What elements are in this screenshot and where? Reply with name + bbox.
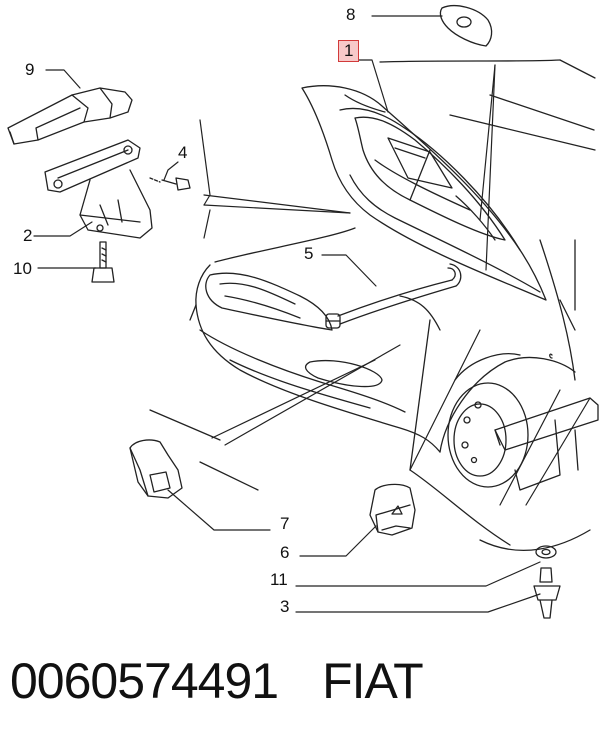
callout-8: 8: [346, 5, 356, 24]
footer-caption: 0060574491 FIAT: [10, 652, 424, 712]
callout-4: 4: [178, 143, 188, 162]
hood-bracket-part-9: [7, 87, 133, 145]
washer-part-11: [535, 545, 557, 559]
side-bracket: [494, 397, 599, 491]
screw-part-4: [149, 177, 191, 191]
part-number: 0060574491: [10, 653, 279, 709]
callout-11: 11: [270, 570, 288, 589]
bolt-part-10: [91, 241, 115, 283]
callout-1: 1: [338, 40, 360, 62]
callout-7: 7: [280, 514, 290, 533]
hood-stay-rod-part-5: [325, 263, 462, 329]
callout-5: 5: [304, 244, 314, 263]
hood-hinge-part-2: [44, 139, 153, 239]
callout-6: 6: [280, 543, 290, 562]
callout-10: 10: [13, 259, 32, 278]
brand-name: FIAT: [322, 653, 424, 709]
rubber-bumper-part-8: [439, 5, 493, 47]
clip-part-3: [533, 567, 561, 619]
car-body-outline: [149, 59, 596, 551]
rubber-stop-part-7: [129, 439, 183, 499]
hood-panel: [301, 85, 547, 301]
callout-3: 3: [280, 597, 290, 616]
callout-2: 2: [23, 226, 33, 245]
leader-lines: [33, 15, 591, 613]
callout-9: 9: [25, 60, 35, 79]
rubber-stop-part-6: [369, 483, 416, 536]
